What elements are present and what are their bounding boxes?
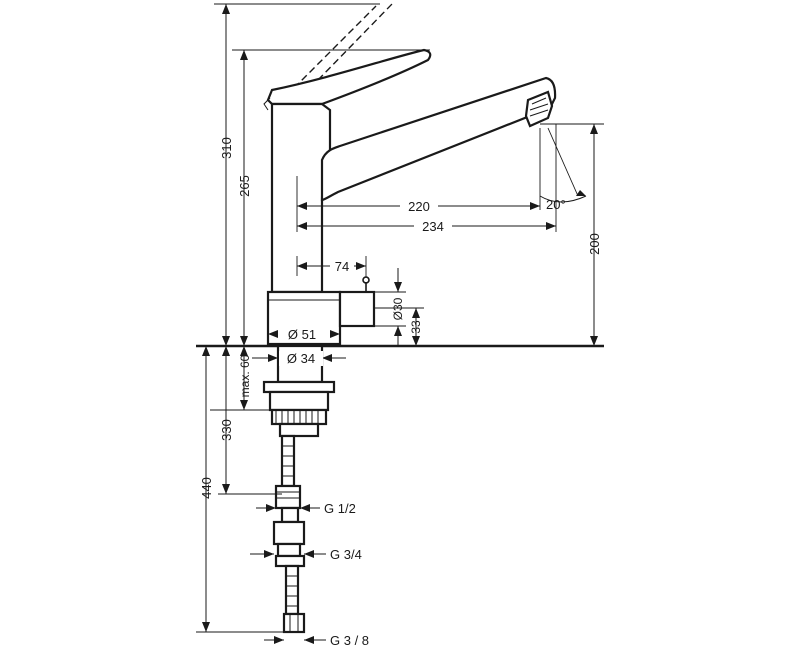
label-reach-220: 220 xyxy=(408,199,430,214)
label-knob-diameter: Ø30 xyxy=(391,297,405,320)
faucet-body xyxy=(263,3,557,346)
label-reach-234: 234 xyxy=(422,219,444,234)
supply-hose xyxy=(280,434,296,488)
lever-handle xyxy=(266,48,432,106)
label-max-deck: max. 60 xyxy=(238,354,252,397)
label-shank-diameter: Ø 34 xyxy=(287,351,315,366)
spray-head xyxy=(524,90,554,128)
label-lever-offset: 74 xyxy=(335,259,349,274)
fitting-g12 xyxy=(274,484,302,510)
label-thread-g34: G 3/4 xyxy=(330,547,362,562)
label-thread-g12: G 1/2 xyxy=(324,501,356,516)
fitting-g38 xyxy=(282,612,306,634)
label-knob-height: 33 xyxy=(409,320,423,334)
label-total-height: 310 xyxy=(219,137,234,159)
fitting-g34 xyxy=(272,520,306,546)
mounting-plate xyxy=(262,380,336,394)
label-base-diameter: Ø 51 xyxy=(288,327,316,342)
label-hose-length: 440 xyxy=(199,477,214,499)
label-shank-length: 330 xyxy=(219,419,234,441)
label-outlet-height: 200 xyxy=(587,233,602,255)
label-spray-angle: 20° xyxy=(546,197,566,212)
dimension-labels: 310 265 200 220 234 20° 74 Ø30 33 Ø 51 Ø… xyxy=(199,137,602,648)
spout xyxy=(320,76,557,202)
side-knob xyxy=(338,290,376,328)
label-spout-height: 265 xyxy=(237,175,252,197)
under-deck-assembly xyxy=(196,344,604,634)
dimension-lines xyxy=(196,3,604,644)
label-thread-g38: G 3 / 8 xyxy=(330,633,369,648)
lower-hose xyxy=(284,564,300,616)
